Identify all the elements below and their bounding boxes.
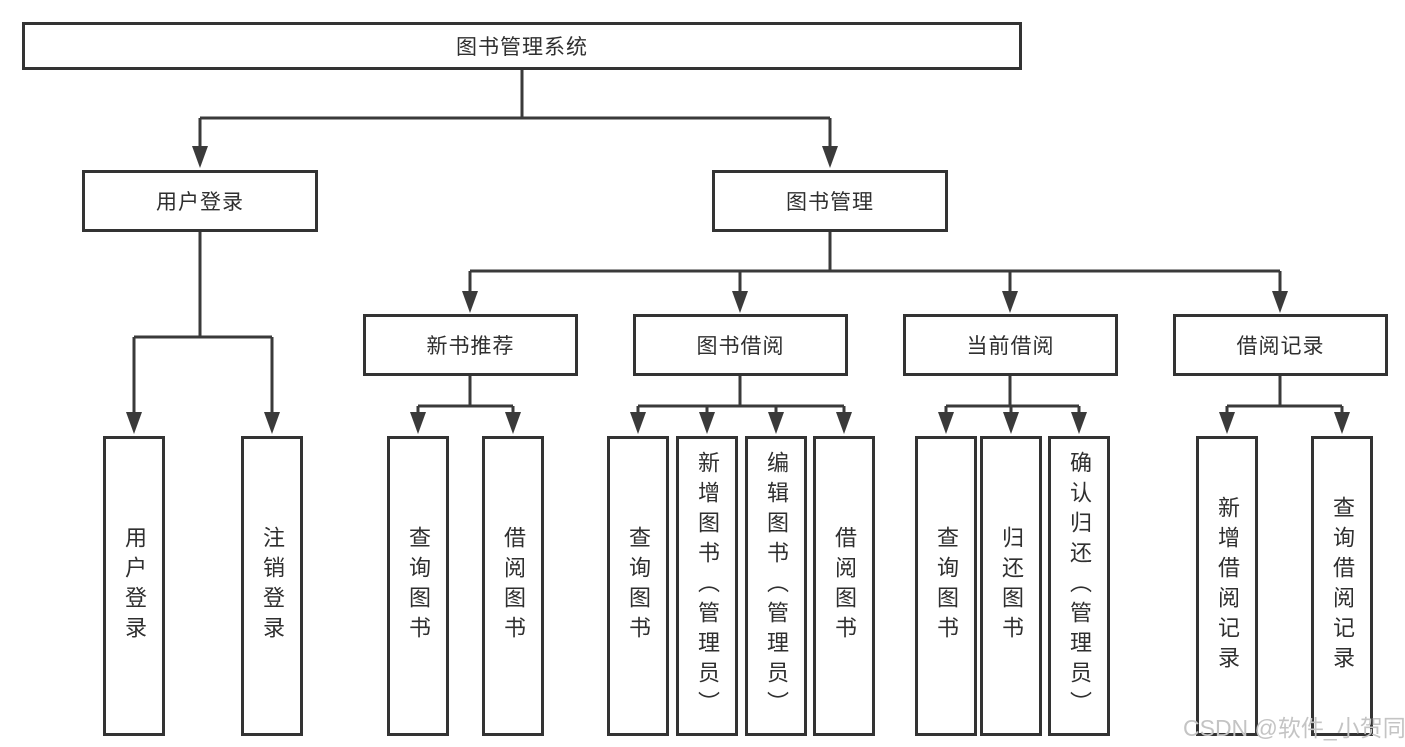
leaf-recommend-borrow-books-label: 借阅图书: [501, 526, 526, 646]
leaf-add-books-admin-label: 新增图书（管理员）: [695, 451, 720, 721]
leaf-recommend-borrow-books: 借阅图书: [482, 436, 544, 736]
node-new-book-recommend: 新书推荐: [363, 314, 578, 376]
leaf-recommend-query-books: 查询图书: [387, 436, 449, 736]
leaf-edit-books-admin-label: 编辑图书（管理员）: [764, 451, 789, 721]
leaf-borrowing-query-books-label: 查询图书: [626, 526, 651, 646]
node-book-borrowing: 图书借阅: [633, 314, 848, 376]
leaf-add-borrow-record: 新增借阅记录: [1196, 436, 1258, 736]
leaf-add-books-admin: 新增图书（管理员）: [676, 436, 738, 736]
watermark: CSDN @软件_小贺同学: [1183, 715, 1405, 741]
node-borrowing-records-label: 借阅记录: [1236, 335, 1325, 358]
leaf-edit-books-admin: 编辑图书（管理员）: [745, 436, 807, 736]
leaf-confirm-return-admin-label: 确认归还（管理员）: [1067, 451, 1092, 721]
node-current-borrowing-label: 当前借阅: [966, 335, 1055, 358]
node-borrowing-records: 借阅记录: [1173, 314, 1388, 376]
leaf-borrowing-query-books: 查询图书: [607, 436, 669, 736]
node-book-management-label: 图书管理: [786, 191, 874, 214]
leaf-current-query-books: 查询图书: [915, 436, 977, 736]
leaf-query-borrow-record-label: 查询借阅记录: [1330, 496, 1355, 676]
leaf-borrow-books: 借阅图书: [813, 436, 875, 736]
node-book-management: 图书管理: [712, 170, 948, 232]
leaf-recommend-query-books-label: 查询图书: [406, 526, 431, 646]
leaf-borrow-books-label: 借阅图书: [832, 526, 857, 646]
leaf-query-borrow-record: 查询借阅记录: [1311, 436, 1373, 736]
node-root-label: 图书管理系统: [456, 36, 588, 59]
node-user-login-label: 用户登录: [156, 191, 244, 214]
leaf-return-books: 归还图书: [980, 436, 1042, 736]
leaf-user-login: 用户登录: [103, 436, 165, 736]
leaf-confirm-return-admin: 确认归还（管理员）: [1048, 436, 1110, 736]
leaf-logout-label: 注销登录: [260, 526, 285, 646]
node-book-borrowing-label: 图书借阅: [696, 335, 785, 358]
node-user-login: 用户登录: [82, 170, 318, 232]
leaf-return-books-label: 归还图书: [999, 526, 1024, 646]
leaf-user-login-label: 用户登录: [122, 526, 147, 646]
leaf-logout: 注销登录: [241, 436, 303, 736]
leaf-current-query-books-label: 查询图书: [934, 526, 959, 646]
node-new-book-recommend-label: 新书推荐: [426, 335, 515, 358]
node-root: 图书管理系统: [22, 22, 1022, 70]
leaf-add-borrow-record-label: 新增借阅记录: [1215, 496, 1240, 676]
node-current-borrowing: 当前借阅: [903, 314, 1118, 376]
